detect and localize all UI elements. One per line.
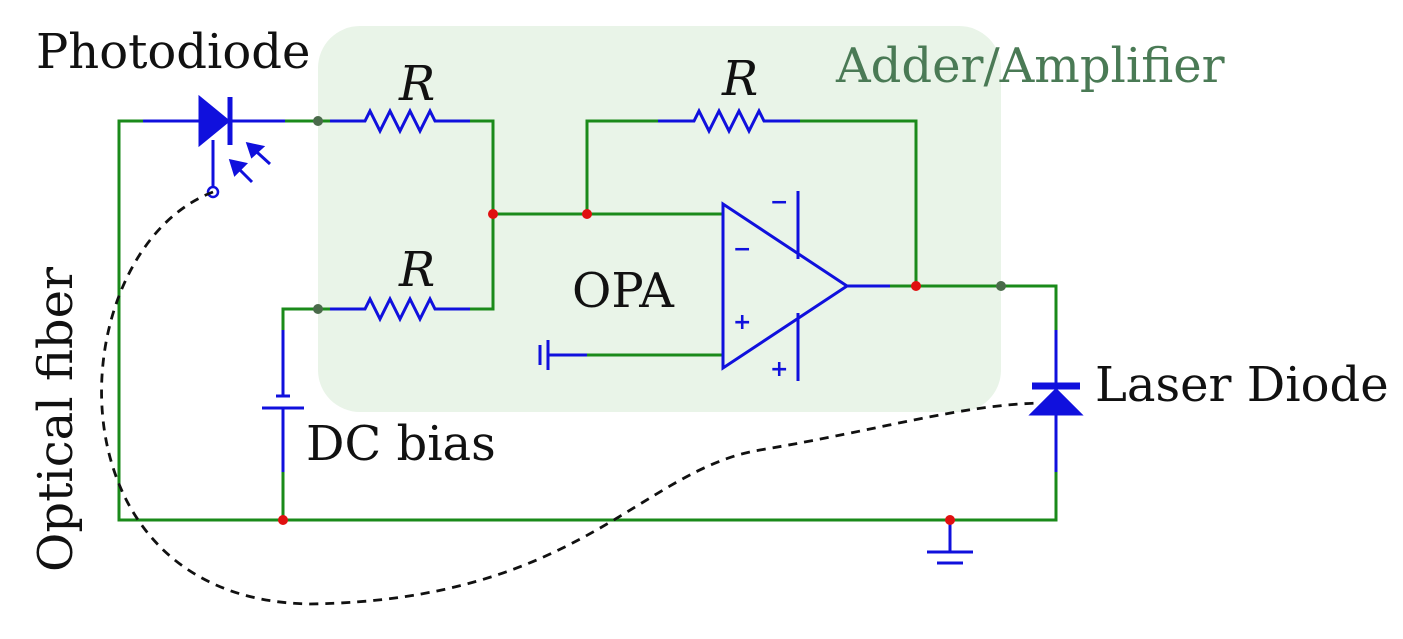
laser-diode-label: Laser Diode [1095, 357, 1389, 413]
opamp-positive-supply-sign: + [770, 357, 788, 382]
resistor-feedback-label: R [721, 51, 758, 107]
resistor-feedback [658, 107, 800, 135]
ground-symbol [927, 520, 973, 565]
opa-label: OPA [572, 263, 675, 319]
adder-amplifier-label: Adder/Amplifier [835, 38, 1225, 94]
optical-fiber-path [100, 190, 1041, 606]
dc-bias-label: DC bias [306, 416, 496, 472]
resistor-top-left-label: R [398, 56, 435, 112]
junction-dot [945, 515, 955, 525]
wires [117, 119, 1058, 522]
junction-dot [488, 209, 498, 219]
resistor-bottom-left-label: R [398, 242, 435, 298]
laser-diode-symbol [1028, 330, 1084, 472]
opamp-inverting-sign: − [733, 237, 751, 262]
junction-dot [582, 209, 592, 219]
resistor-bottom-left [330, 295, 470, 323]
terminal-dot [313, 304, 323, 314]
opamp-negative-supply-sign: − [770, 190, 788, 215]
photodiode-symbol [143, 94, 285, 199]
dc-bias-battery [262, 330, 304, 472]
junction-dots [278, 116, 1006, 525]
opamp-noninverting-sign: + [733, 310, 751, 335]
junction-dot [278, 515, 288, 525]
resistor-top-left [330, 107, 470, 135]
op-amp-symbol [538, 191, 890, 381]
terminal-dot [996, 281, 1006, 291]
junction-dot [911, 281, 921, 291]
photodiode-label: Photodiode [36, 24, 310, 80]
terminal-dot [313, 116, 323, 126]
optical-fiber-label: Optical fiber [28, 267, 84, 572]
